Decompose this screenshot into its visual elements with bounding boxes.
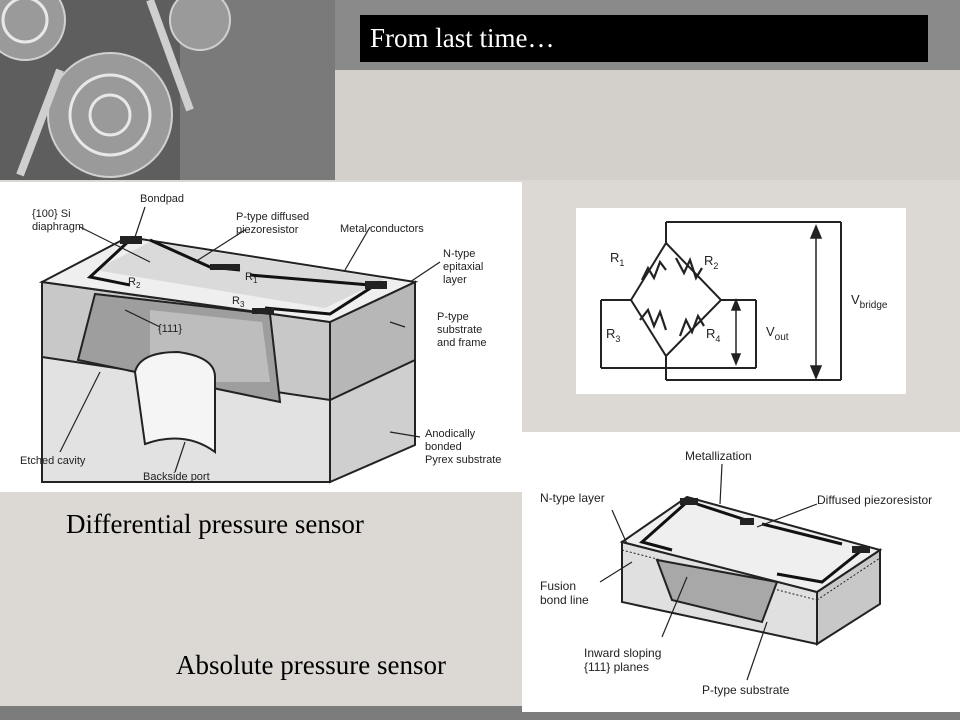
label-anod-3: Pyrex substrate (425, 454, 501, 466)
label-metallization: Metallization (685, 449, 752, 463)
label-ntype-1: N-type (443, 248, 475, 260)
label-bridge-r4: R4 (706, 326, 720, 344)
label-ptype-substrate: P-type substrate (702, 683, 790, 697)
label-ntype-3: layer (443, 274, 467, 286)
label-psub-3: and frame (437, 337, 487, 349)
label-etched-cavity: Etched cavity (20, 455, 86, 467)
wheatstone-bridge-diagram: R1 R2 R3 R4 Vout Vbridge (576, 208, 906, 394)
label-bridge-r1: R1 (610, 250, 624, 268)
label-plane-111: {111} (158, 323, 182, 335)
label-inward-2: {111} planes (584, 660, 649, 674)
slide-title: From last time… (360, 15, 928, 62)
label-backside-port: Backside port (143, 471, 210, 483)
gear-photo-image (0, 0, 335, 180)
label-psub-1: P-type (437, 311, 469, 323)
label-anod-1: Anodically (425, 428, 476, 440)
label-diffused-piezoresistor: Diffused piezoresistor (817, 493, 932, 507)
label-ntype-2: epitaxial (443, 261, 483, 273)
label-r1: R1 (245, 271, 258, 285)
label-ptype-1: P-type diffused (236, 211, 309, 223)
header-panel (335, 70, 960, 180)
caption-absolute: Absolute pressure sensor (176, 650, 446, 680)
label-bridge-r2: R2 (704, 253, 718, 271)
label-metal: Metal conductors (340, 223, 424, 235)
label-fusion-2: bond line (540, 593, 589, 607)
label-bondpad: Bondpad (140, 193, 184, 205)
absolute-sensor-diagram: Metallization N-type layer Diffused piez… (522, 432, 960, 712)
label-si-diaphragm-1: {100} Si (32, 208, 71, 220)
label-r3: R3 (232, 295, 245, 309)
label-inward-1: Inward sloping (584, 646, 661, 660)
label-fusion-1: Fusion (540, 579, 576, 593)
label-vout: Vout (766, 324, 789, 343)
differential-sensor-diagram: Bondpad {100} Si diaphragm P-type diffus… (0, 182, 522, 492)
label-si-diaphragm-2: diaphragm (32, 221, 84, 233)
label-bridge-r3: R3 (606, 326, 620, 344)
label-anod-2: bonded (425, 441, 462, 453)
label-psub-2: substrate (437, 324, 482, 336)
label-vbridge: Vbridge (851, 292, 888, 311)
label-ntype-layer: N-type layer (540, 491, 605, 505)
label-ptype-2: piezoresistor (236, 224, 299, 236)
caption-differential: Differential pressure sensor (66, 509, 364, 539)
label-r2: R2 (128, 276, 141, 290)
